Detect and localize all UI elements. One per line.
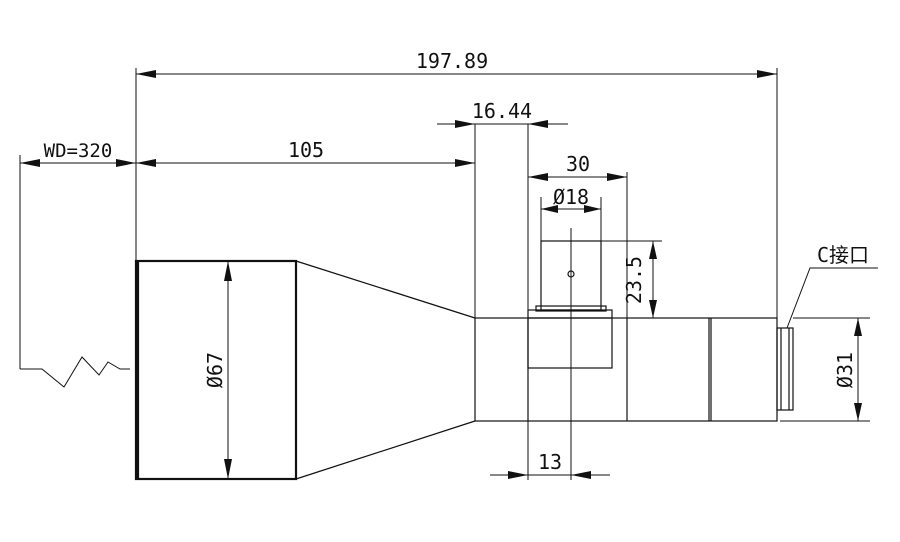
overall-length-label: 197.89 — [416, 49, 488, 73]
knob-height-label: 23.5 — [622, 256, 646, 304]
front-length-label: 105 — [288, 138, 324, 162]
cone-bottom — [295, 420, 476, 480]
knob-diameter-label: Ø18 — [553, 185, 589, 209]
c-mount-label: C接口 — [817, 243, 869, 267]
front-diameter-label: Ø67 — [203, 352, 227, 388]
width-13-label: 13 — [538, 450, 562, 474]
working-distance-label: WD=320 — [44, 140, 113, 162]
cone-top — [295, 260, 476, 319]
dimension-lines — [20, 70, 878, 479]
mount-block — [527, 309, 613, 369]
dimension-text: 197.89 WD=320 105 16.44 30 Ø18 23.5 Ø67 … — [44, 49, 869, 474]
lens-body — [134, 240, 794, 481]
rear-barrel — [474, 317, 778, 422]
rear-diameter-label: Ø31 — [833, 352, 857, 388]
mount-width-label: 30 — [566, 152, 590, 176]
offset-label: 16.44 — [472, 99, 532, 123]
working-distance-break — [20, 356, 130, 388]
c-mount-leader — [786, 267, 878, 329]
c-mount-thread — [776, 327, 794, 411]
front-barrel — [134, 259, 298, 481]
extension-lines — [19, 68, 870, 480]
